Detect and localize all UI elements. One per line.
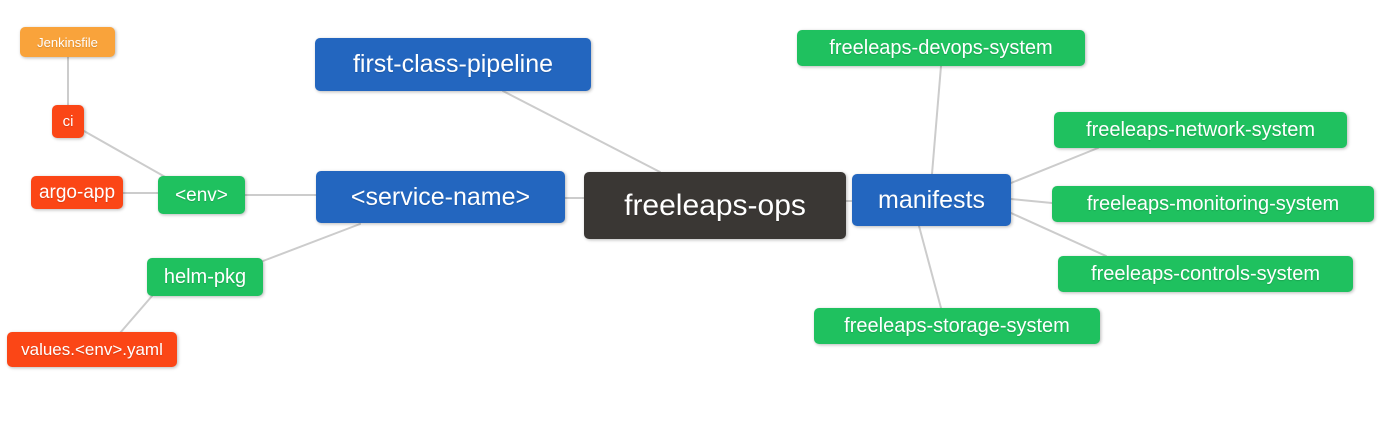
node-jenkinsfile[interactable]: Jenkinsfile bbox=[20, 27, 115, 57]
edge-manifests-storage-system bbox=[918, 225, 942, 309]
edge-first-class-pipeline-freeleaps-ops bbox=[502, 90, 661, 173]
node-network-system[interactable]: freeleaps-network-system bbox=[1054, 112, 1347, 148]
node-first-class-pipeline[interactable]: first-class-pipeline bbox=[315, 38, 591, 91]
node-label-argo-app: argo-app bbox=[38, 182, 116, 203]
node-label-ci: ci bbox=[62, 113, 74, 130]
node-devops-system[interactable]: freeleaps-devops-system bbox=[797, 30, 1085, 66]
node-label-helm-pkg: helm-pkg bbox=[163, 266, 247, 288]
node-env[interactable]: <env> bbox=[158, 176, 245, 214]
node-argo-app[interactable]: argo-app bbox=[31, 176, 123, 209]
node-label-env: <env> bbox=[175, 184, 228, 206]
node-label-freeleaps-ops: freeleaps-ops bbox=[624, 188, 806, 222]
edge-manifests-network-system bbox=[1010, 147, 1099, 184]
edge-manifests-monitoring-system bbox=[1010, 198, 1053, 204]
node-label-network-system: freeleaps-network-system bbox=[1086, 119, 1315, 141]
node-label-values-env-yaml: values.<env>.yaml bbox=[21, 340, 163, 359]
node-label-jenkinsfile: Jenkinsfile bbox=[37, 34, 98, 50]
node-monitoring-system[interactable]: freeleaps-monitoring-system bbox=[1052, 186, 1374, 222]
node-label-controls-system: freeleaps-controls-system bbox=[1091, 263, 1320, 285]
node-service-name[interactable]: <service-name> bbox=[316, 171, 565, 223]
node-helm-pkg[interactable]: helm-pkg bbox=[147, 258, 263, 296]
node-storage-system[interactable]: freeleaps-storage-system bbox=[814, 308, 1100, 344]
edge-manifests-devops-system bbox=[931, 65, 942, 175]
node-controls-system[interactable]: freeleaps-controls-system bbox=[1058, 256, 1353, 292]
edge-ci-env bbox=[83, 130, 168, 179]
node-label-first-class-pipeline: first-class-pipeline bbox=[352, 50, 554, 78]
node-label-monitoring-system: freeleaps-monitoring-system bbox=[1086, 193, 1340, 215]
node-label-storage-system: freeleaps-storage-system bbox=[844, 315, 1070, 337]
node-label-service-name: <service-name> bbox=[350, 182, 531, 211]
node-label-manifests: manifests bbox=[878, 185, 985, 214]
node-freeleaps-ops[interactable]: freeleaps-ops bbox=[584, 172, 846, 239]
node-ci[interactable]: ci bbox=[52, 105, 84, 138]
node-manifests[interactable]: manifests bbox=[852, 174, 1011, 226]
edge-helm-pkg-values-env-yaml bbox=[119, 295, 153, 334]
node-label-devops-system: freeleaps-devops-system bbox=[829, 37, 1053, 59]
edge-service-name-helm-pkg bbox=[262, 223, 361, 262]
node-values-env-yaml[interactable]: values.<env>.yaml bbox=[7, 332, 177, 367]
